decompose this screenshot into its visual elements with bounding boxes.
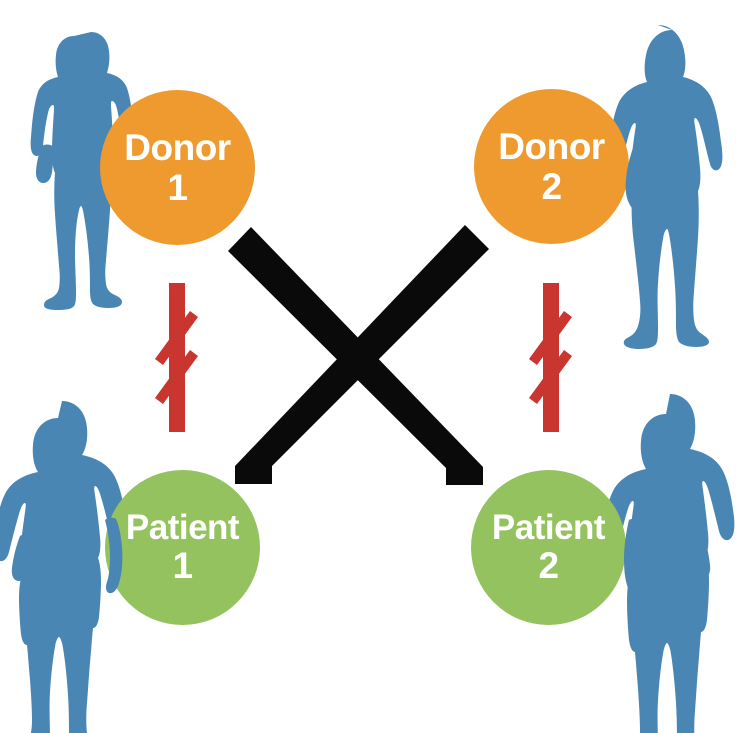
node-donor-2[interactable]: Donor 2 — [474, 89, 629, 244]
node-donor-1-role: Donor — [124, 127, 231, 169]
donor2-person-arm-overlay — [625, 139, 649, 216]
node-donor-1[interactable]: Donor 1 — [100, 90, 255, 245]
exchange-arrow-donor1-to-patient2 — [228, 227, 483, 485]
node-patient-1-role: Patient — [125, 508, 240, 548]
patient1-person-arm-overlay — [105, 517, 123, 594]
patient1-person-silhouette — [0, 401, 127, 733]
blocked-link-left — [155, 283, 198, 432]
node-donor-2-number: 2 — [541, 165, 562, 207]
node-donor-2-role: Donor — [498, 126, 605, 168]
node-patient-2-number: 2 — [538, 545, 559, 587]
node-patient-2[interactable]: Patient 2 — [471, 470, 626, 625]
node-patient-1-number: 1 — [172, 545, 193, 587]
blocked-link-right — [529, 283, 572, 432]
patient2-person-silhouette — [601, 394, 735, 733]
donor1-person-silhouette — [30, 32, 135, 310]
patient2-person-arm-overlay — [624, 518, 640, 593]
node-patient-1[interactable]: Patient 1 — [105, 470, 260, 625]
node-donor-1-number: 1 — [167, 166, 188, 208]
node-patient-2-role: Patient — [491, 508, 606, 548]
